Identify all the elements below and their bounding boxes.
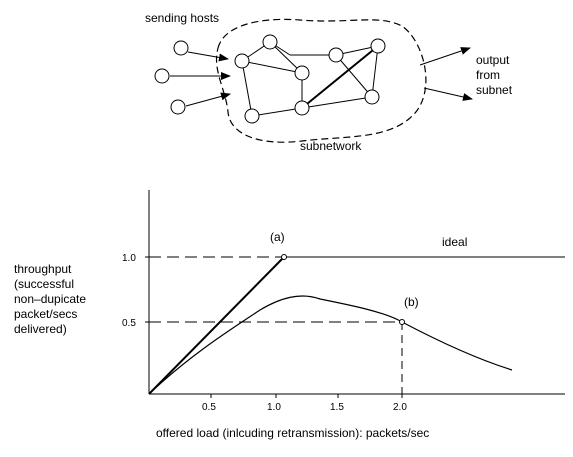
y-tick-label: 0.5 [122,318,136,329]
network-diagram: sending hosts subnetwork [145,11,513,153]
router-node [244,108,260,124]
sending-host-node [154,68,170,84]
link [241,60,253,117]
annotation-b: (b) [404,295,419,309]
x-tick-label: 2.0 [393,402,407,413]
y-axis-title-line: non–dupicate [14,292,86,306]
output-label-line: subnet [476,83,513,97]
y-axis-title-line: delivered) [14,322,67,336]
x-tick-label: 1.0 [267,402,281,413]
output-arrow-1 [419,47,471,66]
output-label-line: from [476,68,500,82]
link [335,54,373,98]
link-bold [301,45,379,109]
y-axis-title: throughput (successful non–dupicate pack… [14,262,89,336]
router-node [294,65,310,81]
output-arrow-2 [423,87,473,101]
subnetwork-label: subnetwork [300,139,362,153]
x-tick-label: 1.5 [330,402,344,413]
annotation-a: (a) [270,230,285,244]
sending-hosts-label: sending hosts [145,11,219,25]
link [301,96,373,109]
y-tick-label: 1.0 [122,253,136,264]
router-node [234,53,250,69]
router-node [364,89,380,105]
y-axis-title-line: packet/secs [14,307,77,321]
point-b-marker [399,319,405,325]
host-arrow-3 [185,92,231,107]
link [371,45,379,98]
output-label: output from subnet [476,53,513,97]
x-axis-title: offered load (inlcuding retransmission):… [156,426,429,440]
x-tick-label: 0.5 [202,402,216,413]
router-node [328,47,344,63]
ideal-throughput-curve [148,256,285,395]
link [251,107,303,117]
throughput-plot: throughput (successful non–dupicate pack… [14,190,565,440]
actual-throughput-curve [148,295,513,395]
subnetwork-boundary [216,18,427,143]
y-axis-title-line: (successful [14,277,74,291]
annotation-ideal: ideal [442,235,467,249]
output-label-line: output [476,53,510,67]
host-arrow-1 [187,51,229,62]
point-a-marker [281,254,287,260]
router-node [262,34,278,50]
subnet-links [241,41,379,117]
sending-host-node [173,40,189,56]
link [241,60,303,74]
sending-host-node [170,99,186,115]
router-node [294,100,310,116]
y-axis-title-line: throughput [14,262,72,276]
router-node [370,38,386,54]
